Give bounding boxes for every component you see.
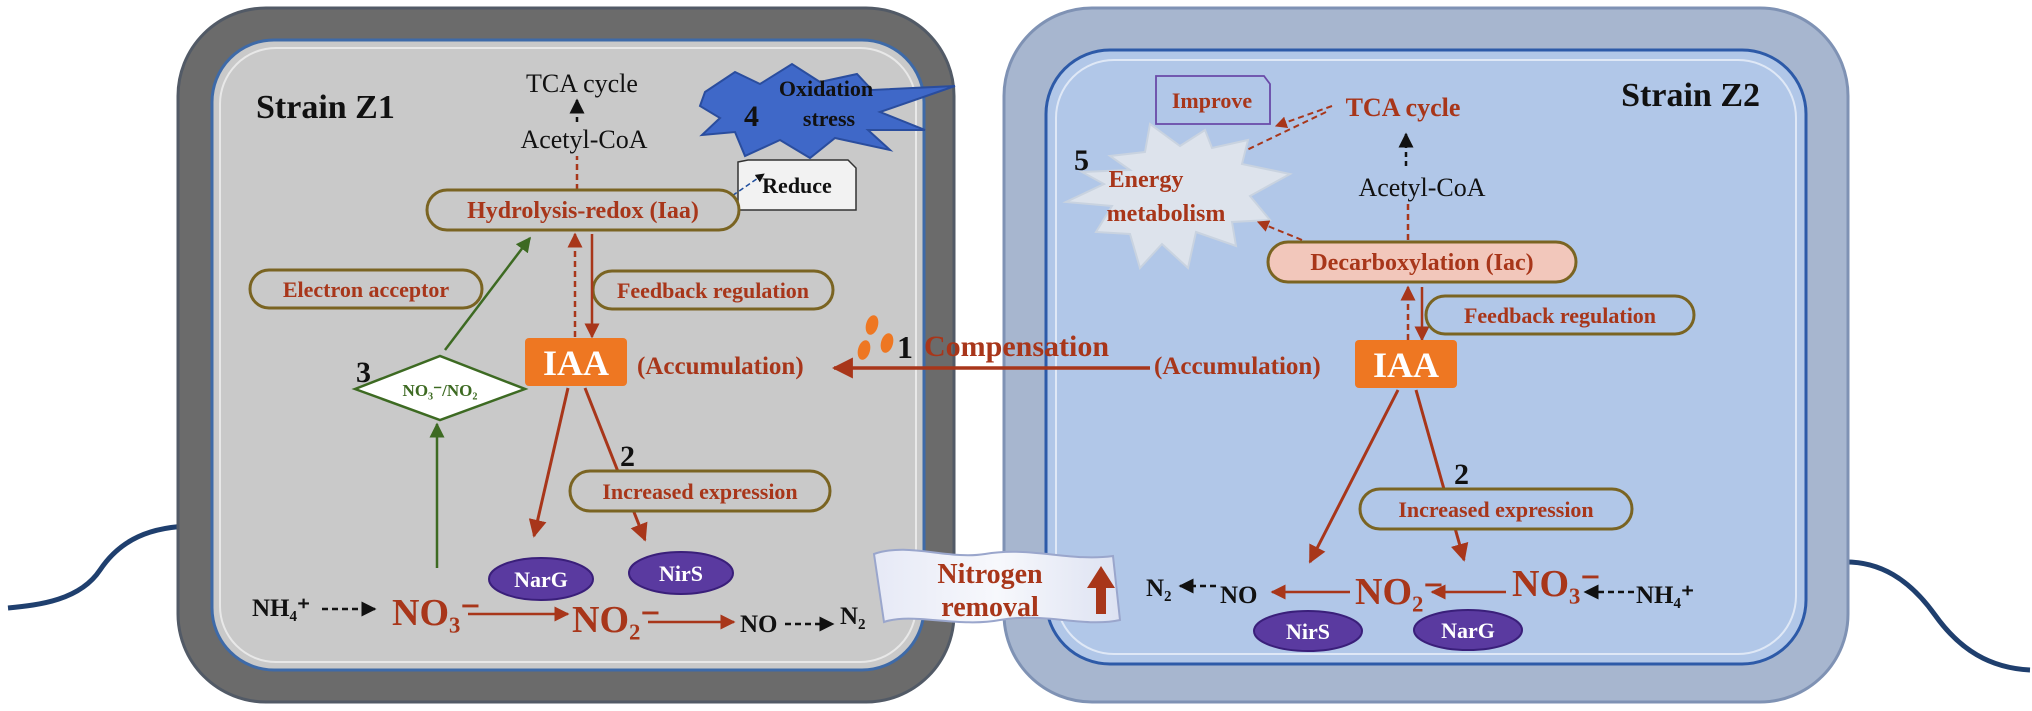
z1-tca-cycle: TCA cycle [526, 69, 638, 98]
z2-feedback-oval [1424, 294, 1696, 336]
z1-no3: NO₃⁻ [392, 592, 480, 634]
z2-nirs-label: NirS [1286, 619, 1330, 644]
z2-decarboxylation-label: Decarboxylation (Iac) [1310, 250, 1533, 276]
iaa-molecule-dots [857, 315, 894, 360]
z1-narg-label: NarG [514, 567, 568, 592]
nitrogen-removal-line1: Nitrogen [937, 559, 1043, 590]
z1-iaa-label: IAA [543, 343, 609, 383]
z1-oxidation-line2: stress [803, 106, 856, 131]
z2-iaa-label: IAA [1373, 345, 1439, 385]
z2-accumulation-label: (Accumulation) [1154, 353, 1321, 380]
z2-iaa-box [1355, 340, 1457, 388]
z2-improve-tag [1155, 75, 1271, 125]
z1-increased-expression-label: Increased expression [602, 479, 797, 504]
z2-nirs-enzyme [1253, 610, 1363, 652]
z2-title: Strain Z2 [1621, 77, 1760, 114]
z1-oxidation-line1: Oxidation [779, 76, 873, 101]
z2-no3: NO₃⁻ [1512, 563, 1600, 605]
z1-num-2: 2 [620, 440, 635, 473]
z2-arrow-tca-energy [1228, 111, 1327, 159]
z2-improve-label: Improve [1172, 88, 1252, 113]
compensation-num-1: 1 [897, 329, 913, 365]
z2-increased-expression-oval [1358, 487, 1634, 531]
z1-increased-expression-oval [568, 469, 832, 513]
z2-flagellum [1839, 559, 2031, 673]
z1-iaa-box [525, 338, 627, 386]
z1-no2: NO₂⁻ [572, 599, 660, 641]
nitrogen-removal-line2: removal [941, 592, 1039, 623]
z2-arrow-iaa-no2 [1414, 389, 1469, 562]
z2-n2: N₂ [1146, 575, 1172, 602]
z1-no3-no2-diamond [351, 354, 529, 422]
z2-energy-burst [1062, 122, 1293, 270]
z2-nh4: NH₄⁺ [1636, 582, 1694, 609]
z2-narg-label: NarG [1441, 618, 1495, 643]
z1-feedback-label: Feedback regulation [617, 278, 809, 303]
nitrogen-removal-banner [872, 548, 1122, 624]
z1-title: Strain Z1 [256, 89, 395, 126]
z1-accumulation-label: (Accumulation) [637, 353, 804, 380]
z2-arrow-decarb-energy [1256, 220, 1303, 241]
z1-oxidation-stress-burst [698, 62, 956, 160]
z1-diamond-label: NO₃⁻/NO₂ [403, 381, 478, 400]
z1-arrow-iaa-nirs [583, 387, 648, 542]
z1-electron-acceptor-label: Electron acceptor [283, 277, 450, 302]
z2-num-2: 2 [1454, 458, 1469, 491]
z2-narg-enzyme [1413, 609, 1523, 651]
z1-arrow-iaa-narg [528, 387, 570, 538]
compensation-label: Compensation [924, 330, 1109, 363]
z2-tca-cycle: TCA cycle [1346, 93, 1461, 122]
z1-electron-acceptor-oval [248, 268, 484, 310]
z2-energy-line2: metabolism [1107, 201, 1226, 227]
z1-narg-enzyme [488, 557, 594, 601]
z1-acetyl-coa: Acetyl-CoA [520, 125, 647, 154]
z1-arrow-diamond-hydro [444, 236, 531, 351]
z2-num-5: 5 [1074, 144, 1089, 177]
z2-arrow-iaa-no [1308, 389, 1400, 564]
z1-flagellum [7, 523, 196, 611]
increase-up-arrow-icon [1087, 566, 1115, 614]
z1-nirs-enzyme [628, 551, 734, 595]
z2-energy-line1: Energy [1109, 167, 1184, 193]
z2-no2: NO₂⁻ [1355, 571, 1443, 613]
z1-no: NO [740, 611, 778, 638]
z2-feedback-label: Feedback regulation [1464, 303, 1656, 328]
z1-nirs-label: NirS [659, 561, 703, 586]
z1-num-3: 3 [356, 356, 371, 389]
z2-no: NO [1220, 582, 1258, 609]
z1-reduce-label: Reduce [762, 173, 832, 198]
z1-n2: N₂ [840, 603, 866, 630]
z1-num-4: 4 [744, 100, 759, 133]
z2-increased-expression-label: Increased expression [1398, 497, 1593, 522]
z1-nh4: NH₄⁺ [252, 595, 310, 622]
z1-hydrolysis-label: Hydrolysis-redox (Iaa) [467, 198, 699, 224]
z2-decarboxylation-oval [1266, 240, 1578, 284]
z2-acetyl-coa: Acetyl-CoA [1358, 173, 1485, 202]
z1-hydrolysis-oval [425, 188, 741, 232]
